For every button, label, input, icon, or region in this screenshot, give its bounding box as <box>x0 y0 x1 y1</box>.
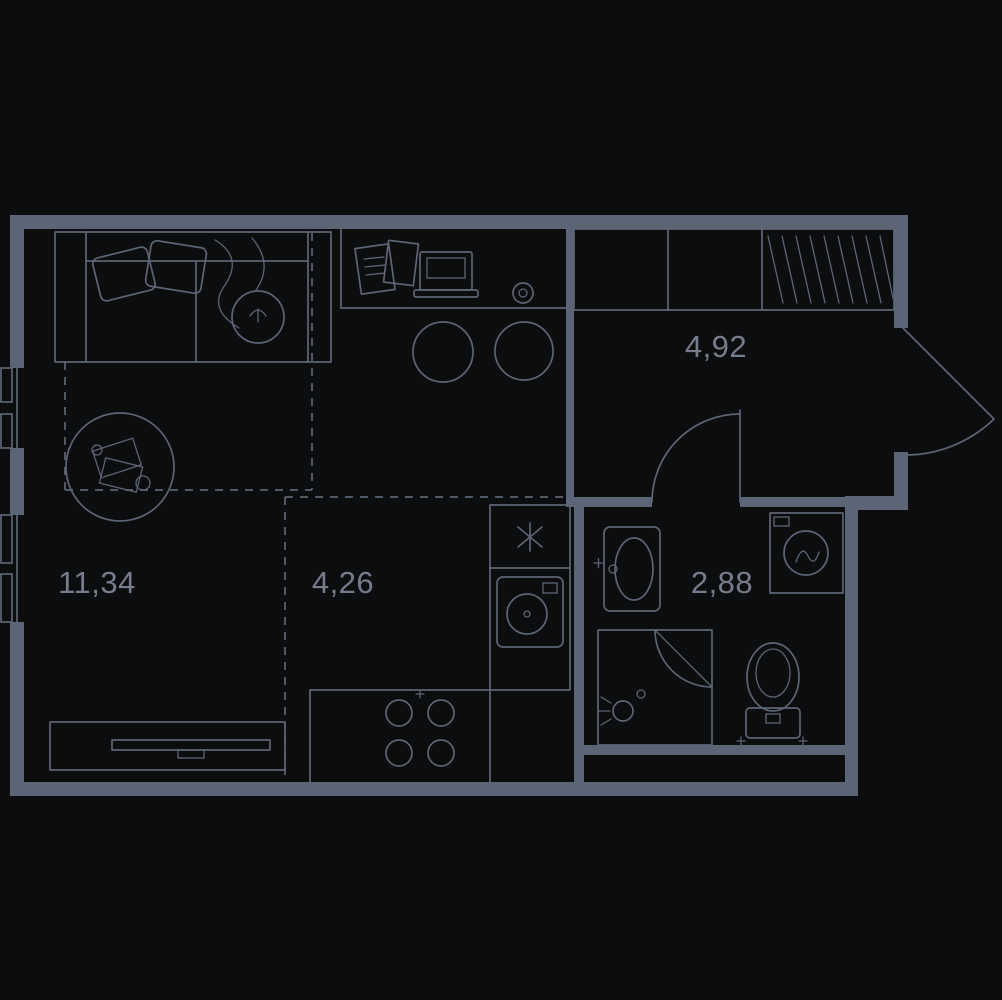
entry-door <box>902 327 995 456</box>
snowflake-icon <box>517 522 543 552</box>
papers-icon <box>354 239 420 295</box>
kitchen-column <box>489 504 571 691</box>
window-top <box>0 367 26 449</box>
kitchen-counter <box>309 689 491 783</box>
stool-right <box>494 321 554 381</box>
washing-machine-icon <box>769 512 844 594</box>
stove-icon <box>385 689 455 767</box>
sofa-bed-zone-dashed <box>64 233 313 491</box>
room-label-kitchen: 4,26 <box>312 565 374 600</box>
wardrobe <box>573 228 895 311</box>
sofa <box>54 231 332 363</box>
desk <box>340 228 567 309</box>
walls <box>10 215 908 796</box>
tv-stand <box>49 721 286 771</box>
bathroom-sink-icon <box>593 526 661 612</box>
kitchen-zone-dashed <box>284 496 566 780</box>
room-label-hallway: 4,92 <box>685 329 747 364</box>
window-bottom <box>0 514 26 623</box>
stool-left <box>412 321 474 383</box>
room-label-bathroom: 2,88 <box>691 565 753 600</box>
laptop-icon <box>413 251 479 298</box>
pillow-icon <box>91 246 157 302</box>
tv-icon <box>111 739 271 751</box>
decor-table <box>65 412 175 522</box>
side-table-icon <box>231 290 285 344</box>
blanket-icon <box>214 237 265 329</box>
shower-icon <box>597 629 713 746</box>
toilet-icon <box>736 642 808 746</box>
room-label-living: 11,34 <box>58 565 136 600</box>
cup-icon <box>512 282 534 304</box>
hangers-icon <box>767 235 894 304</box>
bathroom-door <box>651 409 741 503</box>
pillow-icon <box>144 239 208 295</box>
kitchen-sink-icon <box>496 576 564 648</box>
